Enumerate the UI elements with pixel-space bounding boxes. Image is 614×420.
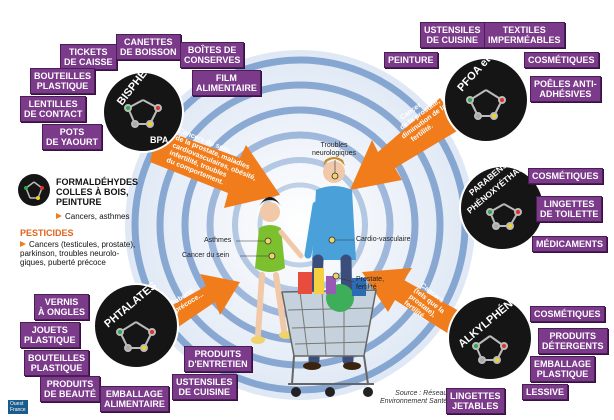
tag-tickets-caisse: TICKETS DE CAISSE: [60, 44, 117, 70]
tag-jouets-plastique: JOUETS PLASTIQUE: [20, 322, 80, 348]
woman-figure: [251, 197, 304, 344]
tag-canettes-boisson: CANETTES DE BOISSON: [116, 34, 181, 60]
label-cardio-vasculaire: Cardio-vasculaire: [356, 236, 411, 243]
formaldehydes-title: FORMALDÉHYDES COLLES À BOIS, PEINTURE: [56, 177, 139, 207]
label-troubles-neurologiques: Troubles neurologiques: [312, 142, 356, 157]
tag-produits-beaute: PRODUITS DE BEAUTÉ: [40, 376, 101, 402]
tag-vernis-ongles: VERNIS À ONGLES: [34, 294, 90, 320]
tag-medicaments: MÉDICAMENTS: [532, 236, 607, 252]
tag-boites-conserves: BOÎTES DE CONSERVES: [180, 42, 245, 68]
body-label-markers: [264, 172, 340, 280]
tag-produits-detergents: PRODUITS DÉTERGENTS: [538, 328, 608, 354]
tag-lessive: LESSIVE: [522, 384, 569, 400]
tag-cosmetiques-parabens: COSMÉTIQUES: [528, 168, 603, 184]
tag-pots-yaourt: POTS DE YAOURT: [42, 124, 103, 150]
tag-textiles-impermeables: TEXTILES IMPERMÉABLES: [484, 22, 565, 48]
tag-produits-entretien: PRODUITS D'ENTRETIEN: [184, 346, 252, 372]
alkyl-circle: ALKYLPHÉNOLS: [447, 283, 533, 381]
source-credit: Source : Réseau Environnement Santé: [380, 390, 448, 405]
tag-emballage-alimentaire: EMBALLAGE ALIMENTAIRE: [100, 386, 169, 412]
molecule-icon: [116, 321, 156, 352]
body-label-lines: [236, 160, 355, 283]
label-asthmes: Asthmes: [204, 237, 232, 244]
tag-ustensiles-cuisine-phtalates: USTENSILES DE CUISINE: [172, 374, 237, 400]
label-prostate-fertilite: Prostate, fertilité: [356, 276, 385, 291]
tag-bouteilles-plastique-phtalates: BOUTEILLES PLASTIQUE: [24, 350, 90, 376]
bisphenol-abbr: BPA: [150, 135, 169, 145]
parabens-circle: PARABENS ET PHÉNOXYÉTHANOL: [459, 151, 545, 251]
tag-emballage-plastique: EMBALLAGE PLASTIQUE: [530, 356, 595, 382]
tag-lingettes-toilette: LINGETTES DE TOILETTE: [536, 196, 603, 222]
molecule-icon: [472, 335, 508, 364]
formaldehydes-effect: Cancers, asthmes: [56, 212, 129, 221]
shopping-cart-icon: [281, 268, 377, 397]
formaldehyde-molecule-icon: [18, 174, 50, 206]
tag-cosmetiques-alkyl: COSMÉTIQUES: [530, 306, 605, 322]
tag-bouteilles-plastique-bpa: BOUTEILLES PLASTIQUE: [30, 68, 96, 94]
tag-cosmetiques-pfoa: COSMÉTIQUES: [524, 52, 599, 68]
pesticides-effect: Cancers (testicules, prostate), parkinso…: [20, 240, 136, 267]
molecule-icon: [486, 203, 522, 230]
tag-lentilles-contact: LENTILLES DE CONTACT: [20, 96, 87, 122]
tag-film-alimentaire: FILM ALIMENTAIRE: [192, 70, 261, 96]
molecule-icon: [124, 99, 162, 128]
label-cancer-sein: Cancer du sein: [182, 252, 230, 259]
tag-peinture: PEINTURE: [384, 52, 438, 68]
molecule-icon: [466, 89, 506, 120]
tag-ustensiles-cuisine-pfoa: USTENSILES DE CUISINE: [420, 22, 485, 48]
publisher-logo: Ouest France: [8, 400, 28, 414]
tag-lingettes-jetables: LINGETTES JETABLES: [446, 388, 505, 414]
pesticides-title: PESTICIDES: [20, 228, 74, 238]
tag-poeles-antiadhesives: POÊLES ANTI- ADHÉSIVES: [530, 76, 601, 102]
